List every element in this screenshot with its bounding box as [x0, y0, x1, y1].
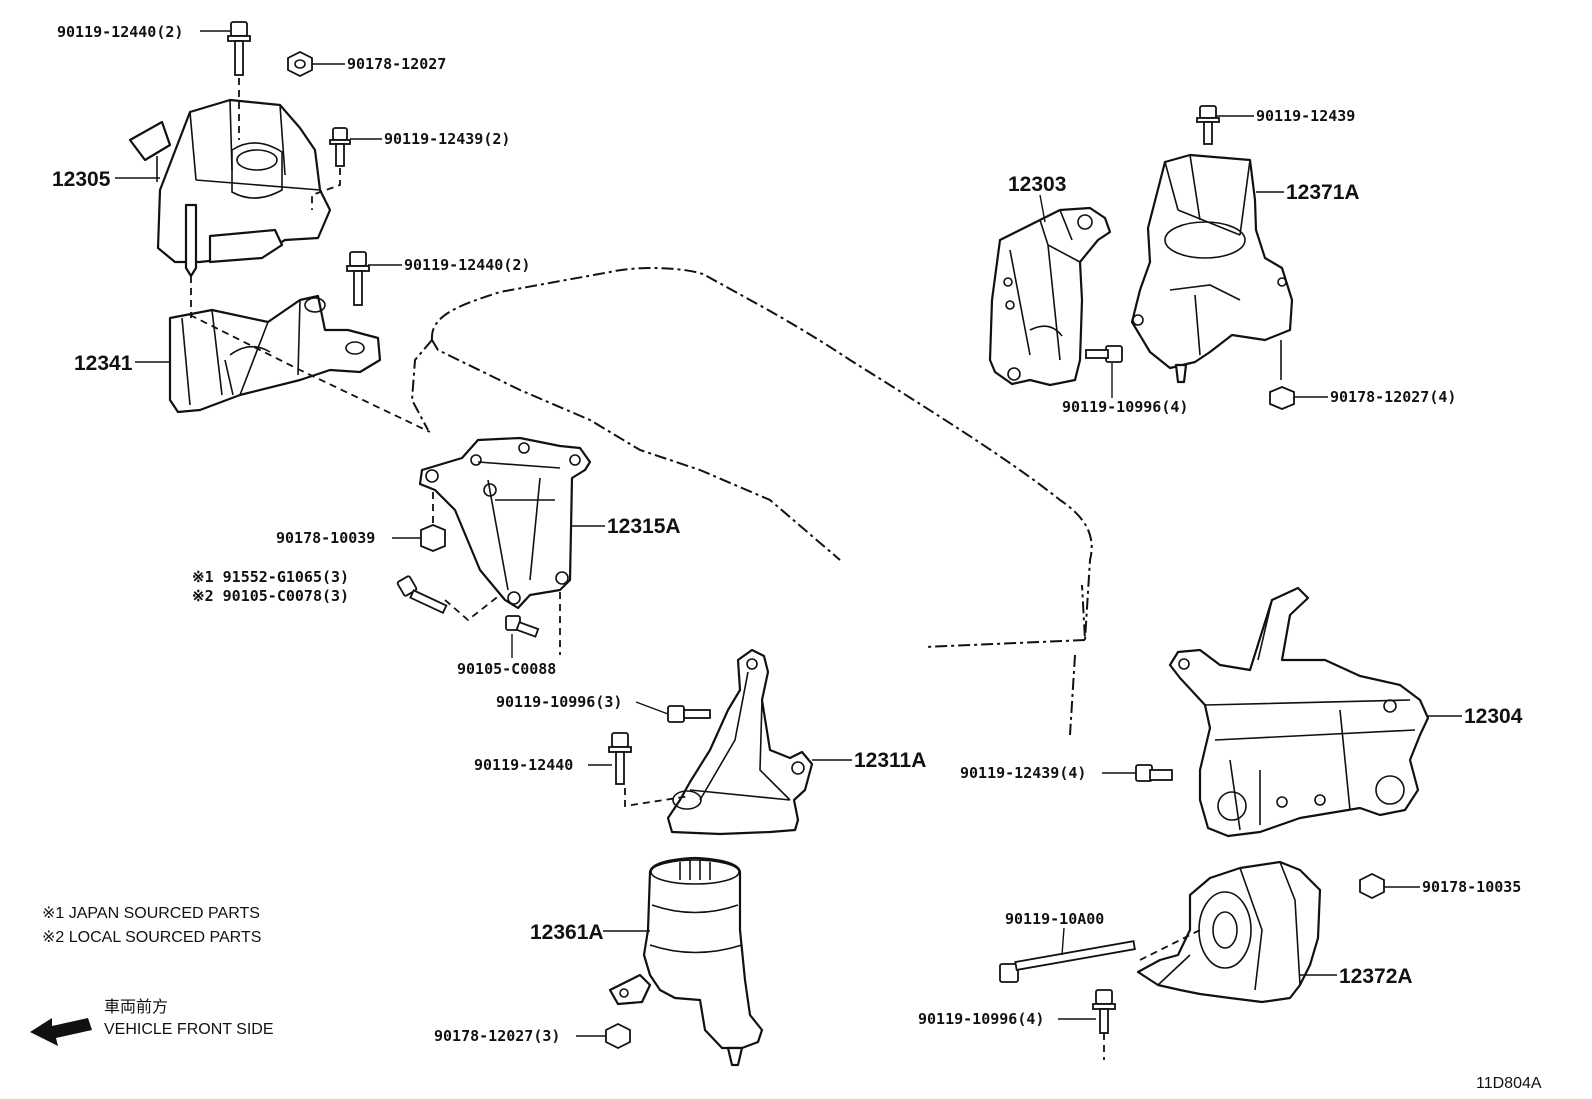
label-12303: 12303 [1008, 173, 1066, 196]
label-90178-10035: 90178-10035 [1422, 878, 1521, 896]
label-12361A: 12361A [530, 921, 604, 944]
label-90178-12027-top: 90178-12027 [347, 55, 446, 73]
direction-english: VEHICLE FRONT SIDE [104, 1021, 274, 1038]
part-12305 [128, 98, 332, 278]
label-12311A: 12311A [854, 749, 926, 772]
nut-90178-10035 [1359, 872, 1385, 900]
nut-90178-12027-4 [1269, 386, 1295, 410]
label-90105-c0088: 90105-C0088 [457, 660, 556, 678]
front-arrow-icon [30, 1018, 92, 1046]
part-12341 [168, 294, 382, 414]
bolt-90119-10a00 [999, 940, 1136, 983]
label-12341: 12341 [74, 352, 133, 375]
label-90119-10996-3: 90119-10996(3) [496, 693, 622, 711]
label-12372A: 12372A [1339, 965, 1413, 988]
vehicle-front-indicator: 車両前方 VEHICLE FRONT SIDE [30, 998, 274, 1046]
label-90178-12027-4: 90178-12027(4) [1330, 388, 1456, 406]
label-90119-10996-4-bottom: 90119-10996(4) [918, 1010, 1044, 1028]
part-12371A [1130, 153, 1294, 384]
bolt-90105-c0088 [505, 615, 540, 638]
bolt-90119-12440-top [227, 21, 251, 76]
bolt-90119-12440-mid [346, 251, 370, 306]
assembly-lines [189, 78, 1201, 1060]
bolt-90119-12439-4 [1135, 764, 1173, 782]
part-12361A [608, 856, 764, 1067]
label-90178-10039: 90178-10039 [276, 529, 375, 547]
label-90105-c0078: ※2 90105-C0078(3) [192, 587, 349, 605]
note-local-sourced: ※2 LOCAL SOURCED PARTS [42, 929, 261, 946]
note-japan-sourced: ※1 JAPAN SOURCED PARTS [42, 905, 260, 922]
diagram-code: 11D804A [1476, 1075, 1542, 1092]
label-90119-12440: 90119-12440 [474, 756, 573, 774]
label-90178-12027-3: 90178-12027(3) [434, 1027, 560, 1045]
bolt-90119-12439-2 [329, 127, 351, 167]
engine-outline [410, 267, 1093, 736]
label-90119-12439-4: 90119-12439(4) [960, 764, 1086, 782]
label-12304: 12304 [1464, 705, 1523, 728]
part-12311A [666, 648, 814, 836]
part-12303 [988, 206, 1112, 387]
bolt-90119-12439-tr [1196, 105, 1220, 145]
fasteners [227, 21, 1385, 1050]
label-90119-12440-2-top: 90119-12440(2) [57, 23, 183, 41]
part-12304 [1168, 586, 1430, 838]
part-labels: 90119-12440(2) 90178-12027 12305 90119-1… [52, 23, 1523, 1045]
nut-90178-12027-top [287, 50, 313, 78]
label-90119-12439-tr: 90119-12439 [1256, 107, 1355, 125]
bolt-90119-12440-single [608, 732, 632, 785]
label-90119-10a00: 90119-10A00 [1005, 910, 1104, 928]
label-91552-g1065: ※1 91552-G1065(3) [192, 568, 349, 586]
legend-notes: ※1 JAPAN SOURCED PARTS ※2 LOCAL SOURCED … [42, 905, 261, 946]
nut-90178-12027-3 [605, 1022, 631, 1050]
label-90119-12440-2-mid: 90119-12440(2) [404, 256, 530, 274]
bolt-90119-10996-3 [667, 705, 711, 723]
nut-90178-10039 [420, 524, 446, 552]
bolt-90119-10996-4-bottom [1092, 989, 1116, 1034]
label-12371A: 12371A [1286, 181, 1360, 204]
label-12315A: 12315A [607, 515, 681, 538]
direction-japanese: 車両前方 [104, 998, 168, 1016]
leader-lines [115, 30, 1462, 1037]
label-12305: 12305 [52, 168, 111, 191]
label-90119-10996-4-right: 90119-10996(4) [1062, 398, 1188, 416]
bolt-91552-90105 [396, 575, 448, 615]
part-12315A [418, 436, 592, 610]
label-90119-12439-2: 90119-12439(2) [384, 130, 510, 148]
bolt-90119-10996-4-right [1085, 345, 1123, 363]
part-12372A [1136, 860, 1322, 1004]
